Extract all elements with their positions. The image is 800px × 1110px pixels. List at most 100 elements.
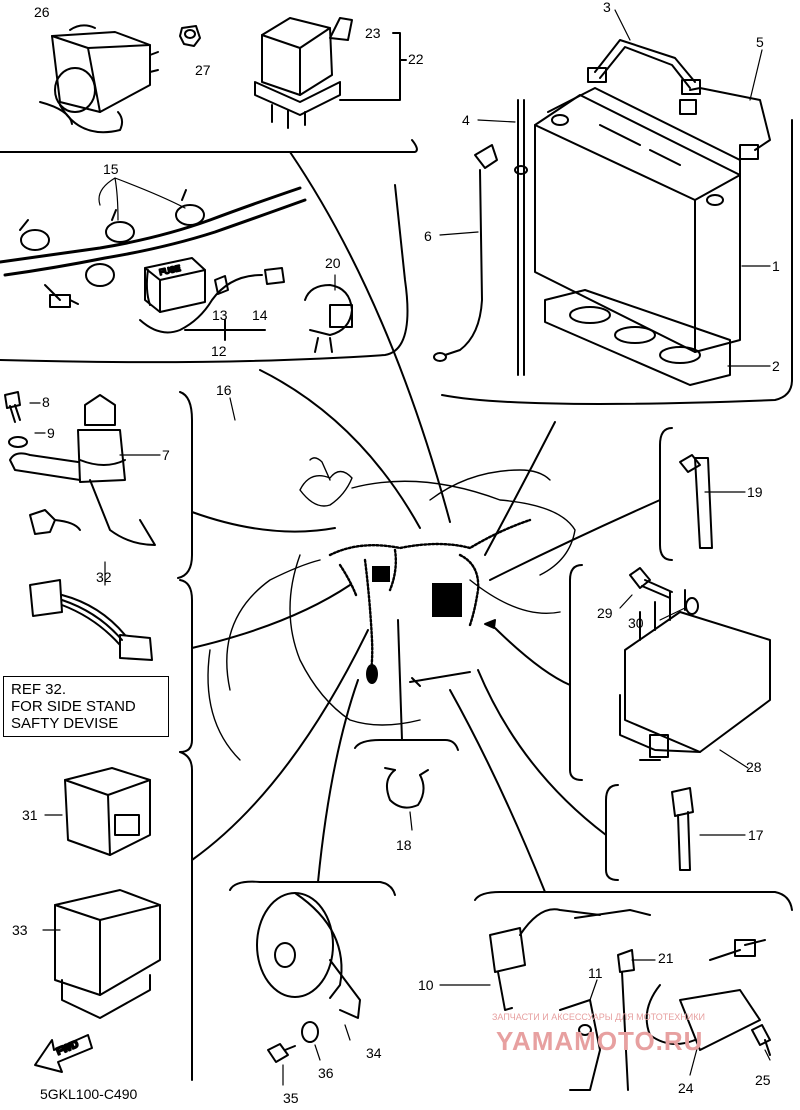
washer-9 [8, 436, 28, 448]
fuse-13 [214, 275, 229, 295]
bracket-22-23 [339, 32, 407, 101]
connector-lead-32 [29, 579, 153, 661]
leader-ignition [191, 511, 336, 533]
harness-detail [0, 186, 307, 334]
control-unit-33 [54, 889, 161, 1019]
part-label-27: 27 [195, 62, 211, 78]
ref-note-line-2: FOR SIDE STAND [11, 698, 136, 715]
central-relay-mark [484, 619, 496, 629]
frame-conn-group [179, 579, 193, 753]
main-switch [9, 394, 156, 546]
part-label-33: 33 [12, 922, 28, 938]
relay-fuse [329, 17, 353, 41]
watermark-line-2: YAMAMOTO.RU [496, 1026, 704, 1056]
bolt-35 [267, 1043, 296, 1063]
ref-note: REF 32. FOR SIDE STAND SAFTY DEVISE [3, 676, 169, 737]
frame-sensor [474, 891, 793, 911]
negative-lead [679, 87, 771, 160]
fuse-box-label: FUSE [159, 264, 182, 277]
part-label-4: 4 [462, 112, 470, 128]
stop-switch [489, 908, 651, 1011]
part-label-11: 11 [588, 965, 603, 981]
battery-tray [544, 289, 731, 386]
horn [256, 892, 361, 1019]
part-label-32: 32 [96, 569, 112, 585]
part-label-12: 12 [211, 343, 227, 359]
regulator [619, 589, 771, 761]
part-label-22: 22 [408, 51, 424, 67]
relay-31 [64, 767, 151, 856]
ref-note-line-1: REF 32. [11, 681, 67, 698]
bolt-29 [629, 567, 673, 599]
part-label-35: 35 [283, 1090, 299, 1105]
central-ecu-block [432, 583, 462, 617]
part-label-8: 8 [42, 394, 50, 410]
frame-relay-group [179, 751, 193, 1081]
part-label-14: 14 [252, 307, 268, 323]
leader-battery [484, 421, 556, 556]
part-label-23: 23 [365, 25, 381, 41]
part-labels: 1 2 3 4 5 6 7 8 9 10 11 12 13 14 15 16 1… [12, 0, 780, 1106]
clip-18 [384, 767, 429, 809]
fuse-box: FUSE [144, 257, 206, 313]
label-leaders [29, 9, 771, 1086]
ref-note-line-3: SAFTY DEVISE [11, 715, 119, 732]
wire-clamps [19, 189, 205, 287]
part-label-29: 29 [597, 605, 613, 621]
part-label-21: 21 [658, 950, 674, 966]
frame-regulator [569, 564, 583, 781]
wire-clip-20 [304, 284, 353, 353]
starter-relay [254, 17, 341, 129]
frame-body-sketch [207, 457, 576, 761]
part-label-17: 17 [748, 827, 764, 843]
leader-relay [191, 629, 369, 861]
central-fuse-block [372, 566, 390, 582]
cable-band-19 [679, 454, 713, 549]
frame-horn [229, 880, 396, 896]
central-bracket [409, 671, 471, 687]
nut [179, 25, 201, 47]
cable-band-21 [617, 949, 635, 1091]
fuse-14 [264, 267, 285, 285]
frame-top-left [0, 139, 418, 153]
frame-clip18 [354, 739, 459, 751]
part-label-13: 13 [212, 307, 228, 323]
part-label-2: 2 [772, 358, 780, 374]
part-label-25: 25 [755, 1072, 771, 1088]
bracket-11 [559, 999, 601, 1091]
switch-connector [29, 509, 81, 535]
bolt-8 [4, 391, 21, 423]
leader-horn [317, 679, 359, 883]
battery-band [587, 39, 701, 95]
leader-harness [259, 369, 421, 529]
fwd-arrow: FWD [34, 1034, 93, 1073]
part-label-31: 31 [22, 807, 38, 823]
positive-lead [433, 144, 498, 362]
frame-band19 [659, 427, 673, 561]
part-label-6: 6 [424, 228, 432, 244]
part-label-26: 26 [34, 4, 50, 20]
drawing-code: 5GKL100-C490 [40, 1086, 138, 1102]
part-label-36: 36 [318, 1065, 334, 1081]
part-label-10: 10 [418, 977, 434, 993]
part-label-5: 5 [756, 34, 764, 50]
frame-battery-group [441, 119, 793, 405]
part-label-24: 24 [678, 1080, 694, 1096]
frame-harness-group [0, 184, 409, 364]
screw-25 [751, 1024, 771, 1056]
battery-breather [514, 99, 528, 376]
part-label-1: 1 [772, 258, 780, 274]
part-label-18: 18 [396, 837, 412, 853]
leader-sensor [449, 689, 546, 893]
leader-clip18 [397, 619, 403, 741]
part-label-19: 19 [747, 484, 763, 500]
frame-band17 [605, 784, 619, 881]
sensor-24 [645, 939, 766, 1051]
part-label-3: 3 [603, 0, 611, 15]
part-label-30: 30 [628, 615, 644, 631]
washer-30 [685, 597, 699, 615]
leader-regulator [494, 627, 571, 686]
part-label-9: 9 [47, 425, 55, 441]
